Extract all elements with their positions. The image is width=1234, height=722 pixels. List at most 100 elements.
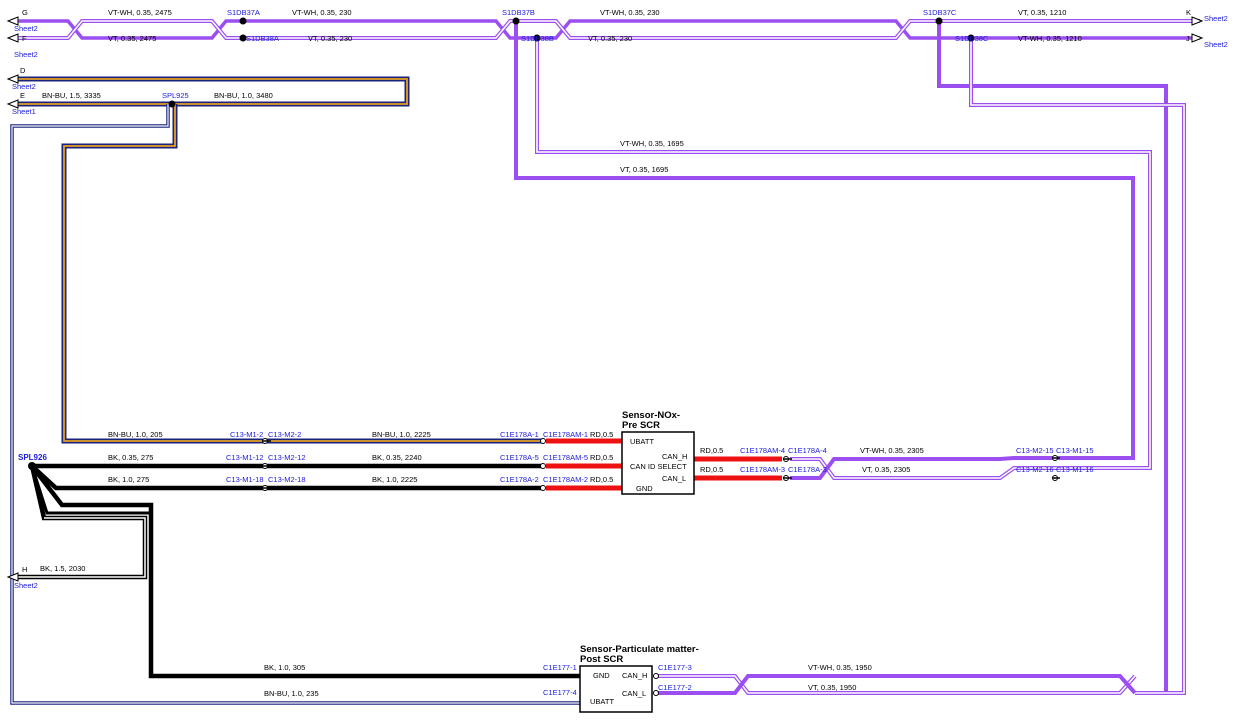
sheet-ref-letter-g: G bbox=[22, 8, 28, 17]
red-wires bbox=[546, 438, 782, 491]
wire-label: VT, 0.35, 2475 bbox=[108, 34, 156, 43]
arrow-right-j bbox=[1191, 33, 1204, 43]
connector-label[interactable]: C1E178A-1 bbox=[500, 430, 539, 439]
arrow-left-h bbox=[6, 572, 19, 582]
wire-label: BN-BU, 1.5, 3335 bbox=[42, 91, 101, 100]
wire-label: VT, 0.35, 1950 bbox=[808, 683, 856, 692]
violet-top-harness bbox=[14, 19, 1200, 40]
splice-label-s1db37c[interactable]: S1DB37C bbox=[923, 8, 957, 17]
wire-label: VT-WH, 0.35, 2475 bbox=[108, 8, 172, 17]
connector-label[interactable]: C13-M2-16 bbox=[1016, 465, 1054, 474]
sheet-ref-sheet-e[interactable]: Sheet1 bbox=[12, 107, 36, 116]
sheet-ref-letter-h: H bbox=[22, 565, 27, 574]
wire-label: BK, 0.35, 275 bbox=[108, 453, 153, 462]
nox-pin-can-h: CAN_H bbox=[662, 452, 687, 461]
connector-label[interactable]: C1E178A-5 bbox=[500, 453, 539, 462]
sheet-ref-letter-d: D bbox=[20, 66, 26, 75]
nox-sensor-box[interactable] bbox=[621, 431, 695, 495]
arrow-left-d bbox=[6, 74, 19, 84]
splice-label-spl926[interactable]: SPL926 bbox=[18, 453, 47, 462]
sheet-ref-sheet-d[interactable]: Sheet2 bbox=[12, 82, 36, 91]
connector-label[interactable]: C13-M1-2 bbox=[230, 430, 263, 439]
connector-label[interactable]: C1E177-2 bbox=[658, 683, 692, 692]
pm-sensor-title-1: Sensor-Particulate matter- bbox=[580, 644, 699, 655]
sheet-ref-sheet-j[interactable]: Sheet2 bbox=[1204, 40, 1228, 49]
connector-label[interactable]: C1E177-3 bbox=[658, 663, 692, 672]
splice-label-s1db37a[interactable]: S1DB37A bbox=[227, 8, 260, 17]
sheet-ref-sheet-k[interactable]: Sheet2 bbox=[1204, 14, 1228, 23]
connector-label[interactable]: C1E178AM-5 bbox=[543, 453, 588, 462]
sheet-ref-letter-j: J bbox=[1186, 34, 1190, 43]
wire-label: RD,0.5 bbox=[700, 446, 723, 455]
sheet-arrows bbox=[6, 16, 1204, 582]
splice-label-s1db37b[interactable]: S1DB37B bbox=[502, 8, 535, 17]
wire-label: RD,0.5 bbox=[590, 453, 613, 462]
connector-label[interactable]: C1E177-1 bbox=[543, 663, 577, 672]
sheet-ref-sheet-f[interactable]: Sheet2 bbox=[14, 50, 38, 59]
connector-label[interactable]: C13-M1-15 bbox=[1056, 446, 1094, 455]
splice-label-spl925[interactable]: SPL925 bbox=[162, 91, 189, 100]
splice-label-s1db38a[interactable]: S1DB38A bbox=[246, 34, 279, 43]
splice-dot-s1db37c bbox=[935, 17, 943, 25]
splice-dot-s1db37b bbox=[512, 17, 520, 25]
wire-label: BN-BU, 1.0, 3480 bbox=[214, 91, 273, 100]
connector-label[interactable]: C13-M2-2 bbox=[268, 430, 301, 439]
splice-dot-spl925 bbox=[168, 100, 176, 108]
connector-label[interactable]: C13-M2-12 bbox=[268, 453, 306, 462]
wire-label: VT-WH, 0.35, 1695 bbox=[620, 139, 684, 148]
connector-label[interactable]: C1E178A-3 bbox=[788, 465, 827, 474]
wire-vt-1695 bbox=[514, 21, 1135, 460]
wire-vt-1950 bbox=[656, 674, 1137, 695]
wire-label: BN-BU, 1.0, 2225 bbox=[372, 430, 431, 439]
splice-label-s1db38c[interactable]: S1DB38C bbox=[955, 34, 989, 43]
connector-label[interactable]: C1E177-4 bbox=[543, 688, 577, 697]
wire-label: VT, 0.35, 1695 bbox=[620, 165, 668, 174]
connector-label[interactable]: C1E178AM-2 bbox=[543, 475, 588, 484]
splice-dot-s1db38c bbox=[967, 34, 975, 42]
connector-label[interactable]: C13-M1-18 bbox=[226, 475, 264, 484]
wire-label: BN-BU, 1.0, 235 bbox=[264, 689, 319, 698]
sheet-ref-sheet-h[interactable]: Sheet2 bbox=[14, 581, 38, 590]
connector-label[interactable]: C13-M2-15 bbox=[1016, 446, 1054, 455]
connector-label[interactable]: C1E178AM-1 bbox=[543, 430, 588, 439]
splice-dot-s1db38a bbox=[239, 34, 247, 42]
bnbu-wires bbox=[10, 76, 580, 705]
pm-sensor-box[interactable] bbox=[579, 665, 653, 713]
nox-pin-can-l: CAN_L bbox=[662, 474, 686, 483]
splice-dot-spl926 bbox=[28, 462, 36, 470]
splice-dot-s1db37a bbox=[239, 17, 247, 25]
wire-label: VT, 0.35, 1210 bbox=[1018, 8, 1066, 17]
wire-label: VT, 0.35, 230 bbox=[308, 34, 352, 43]
wire-label: BK, 1.5, 2030 bbox=[40, 564, 85, 573]
connector-label[interactable]: C1E178AM-3 bbox=[740, 465, 785, 474]
sheet-ref-letter-e: E bbox=[20, 91, 25, 100]
nox-pin-gnd: GND bbox=[636, 484, 653, 493]
wire-label: BK, 1.0, 305 bbox=[264, 663, 305, 672]
connector-label[interactable]: C13-M1-12 bbox=[226, 453, 264, 462]
splice-dot-s1db38b bbox=[533, 34, 541, 42]
pm-pin-gnd: GND bbox=[593, 671, 610, 680]
wire-label: BN-BU, 1.0, 205 bbox=[108, 430, 163, 439]
splice-label-s1db38b[interactable]: S1DB38B bbox=[521, 34, 554, 43]
wire-vt-2305 bbox=[790, 456, 1055, 480]
pm-sensor-title-2: Post SCR bbox=[580, 654, 623, 665]
connector-label[interactable]: C1E178A-4 bbox=[788, 446, 827, 455]
connector-label[interactable]: C13-M2-18 bbox=[268, 475, 306, 484]
pm-pin-ubatt: UBATT bbox=[590, 697, 614, 706]
sheet-ref-sheet-g[interactable]: Sheet2 bbox=[14, 24, 38, 33]
wire-label: VT, 0.35, 2305 bbox=[862, 465, 910, 474]
connector-label[interactable]: C1E178A-2 bbox=[500, 475, 539, 484]
connector-label[interactable]: C1E178AM-4 bbox=[740, 446, 785, 455]
arrow-right-k bbox=[1191, 16, 1204, 26]
arrow-left-f bbox=[6, 33, 19, 43]
wire-label: RD,0.5 bbox=[700, 465, 723, 474]
wire-label: VT-WH, 0.35, 230 bbox=[600, 8, 660, 17]
wire-label: VT-WH, 0.35, 230 bbox=[292, 8, 352, 17]
nox-sensor-title-1: Sensor-NOx- bbox=[622, 410, 680, 421]
wire-label: BK, 1.0, 275 bbox=[108, 475, 149, 484]
pm-pin-can-l: CAN_L bbox=[622, 689, 646, 698]
violet-can-wires bbox=[790, 456, 1112, 480]
connector-label[interactable]: C13-M1-16 bbox=[1056, 465, 1094, 474]
wire-label: VT-WH, 0.35, 1950 bbox=[808, 663, 872, 672]
